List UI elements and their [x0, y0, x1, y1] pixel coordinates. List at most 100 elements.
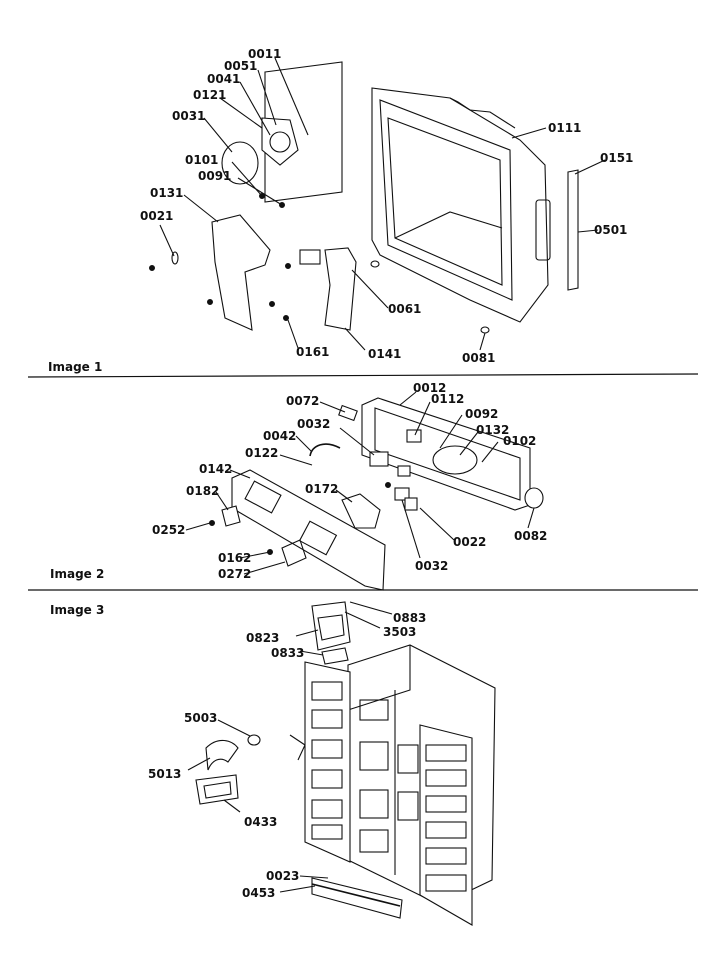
dispenser-cover-recess: [317, 614, 345, 641]
section-label-image3: Image 3: [50, 603, 104, 617]
housing-top-lip: [449, 97, 516, 129]
callout-label: 0501: [594, 223, 627, 237]
panel-window-left: [244, 480, 282, 514]
lever-pad: [247, 734, 261, 746]
image1-leader-lines: [159, 57, 606, 351]
callout-label: 0081: [462, 351, 495, 365]
screw-icon: [385, 482, 391, 488]
callout-label: 5003: [184, 711, 217, 725]
auger-motor-disc: [221, 141, 259, 185]
callout-label: 0453: [242, 886, 275, 900]
callout-label: 0012: [413, 381, 446, 395]
callout-label: 0032: [297, 417, 330, 431]
callout-label: 0032: [415, 559, 448, 573]
callout-label: 5013: [148, 767, 181, 781]
image3-drawing: [187, 601, 496, 926]
callout-label: 0091: [198, 169, 231, 183]
wire-lead: [309, 443, 341, 457]
fresh-food-door-bins: [425, 744, 467, 892]
callout-label: 0162: [218, 551, 251, 565]
ice-bin-housing: [371, 87, 549, 323]
bracket-hole: [269, 131, 291, 153]
microswitch: [369, 451, 389, 467]
callout-label: 0082: [514, 529, 547, 543]
freezer-door: [304, 661, 351, 863]
callout-label: 0022: [453, 535, 486, 549]
callout-label: 0101: [185, 153, 218, 167]
grommet: [370, 260, 380, 268]
actuator-switch: [404, 497, 418, 511]
callout-label: 0823: [246, 631, 279, 645]
callout-label: 0061: [388, 302, 421, 316]
drip-tray: [195, 774, 239, 805]
section-divider: [27, 373, 699, 378]
section-label-image1: Image 1: [48, 360, 102, 374]
dispenser-lever: [205, 739, 239, 771]
callout-label: 0011: [248, 47, 281, 61]
screw-icon: [207, 299, 213, 305]
back-panel-sheet: [264, 61, 343, 203]
toe-grille: [311, 877, 403, 919]
callout-label: 0031: [172, 109, 205, 123]
housing-opening: [379, 99, 513, 301]
callout-label: 0072: [286, 394, 319, 408]
callout-label: 0433: [244, 815, 277, 829]
callout-label: 0833: [271, 646, 304, 660]
housing-side-slot: [535, 199, 551, 261]
callout-label: 0182: [186, 484, 219, 498]
motor-bracket: [261, 117, 299, 166]
drip-tray-grid: [203, 781, 232, 799]
callout-label: 0092: [465, 407, 498, 421]
callout-label: 0102: [503, 434, 536, 448]
panel-window-right: [298, 520, 338, 556]
gasket-strip: [567, 169, 579, 291]
callout-label: 0172: [305, 482, 338, 496]
callout-label: 0883: [393, 611, 426, 625]
callout-label: 0121: [193, 88, 226, 102]
interior-shelves: [359, 699, 419, 853]
housing-floor-line: [394, 211, 503, 239]
fresh-food-door: [419, 724, 473, 926]
screw-icon: [149, 265, 155, 271]
switch-housing: [341, 493, 381, 529]
callout-label: 0151: [600, 151, 633, 165]
toe-grille-edge: [311, 883, 401, 907]
relay-block: [406, 429, 422, 443]
image2-drawing: [185, 391, 544, 591]
image2-leader-lines: [185, 391, 535, 575]
panel-label-plate: [281, 539, 307, 567]
solenoid-body: [299, 249, 321, 265]
small-switch: [221, 505, 241, 527]
switch-assembly: [432, 445, 478, 475]
cabinet-top-edge: [347, 645, 411, 711]
freezer-door-bins: [311, 681, 343, 840]
image3-leader-lines: [187, 601, 393, 893]
screw-icon: [285, 263, 291, 269]
grommet: [480, 326, 490, 334]
microswitch: [397, 465, 411, 477]
callout-label: 3503: [383, 625, 416, 639]
section-label-image2: Image 2: [50, 567, 104, 581]
callout-label: 0272: [218, 567, 251, 581]
dispenser-cover: [311, 601, 351, 651]
callout-label: 0132: [476, 423, 509, 437]
light-socket: [338, 404, 358, 422]
callout-label: 0112: [431, 392, 464, 406]
screw-icon: [269, 301, 275, 307]
cover-trim: [321, 647, 349, 665]
callout-label: 0041: [207, 72, 240, 86]
callout-label: 0021: [140, 209, 173, 223]
housing-inner-frame: [387, 117, 503, 286]
callout-label: 0131: [150, 186, 183, 200]
callout-label: 0051: [224, 59, 257, 73]
callout-label: 0111: [548, 121, 581, 135]
screw-icon: [209, 520, 215, 526]
callout-label: 0161: [296, 345, 329, 359]
callout-label: 0252: [152, 523, 185, 537]
callout-label: 0141: [368, 347, 401, 361]
control-knob: [524, 487, 544, 509]
bracket-inner: [374, 407, 521, 501]
right-chute-flap: [324, 247, 357, 331]
